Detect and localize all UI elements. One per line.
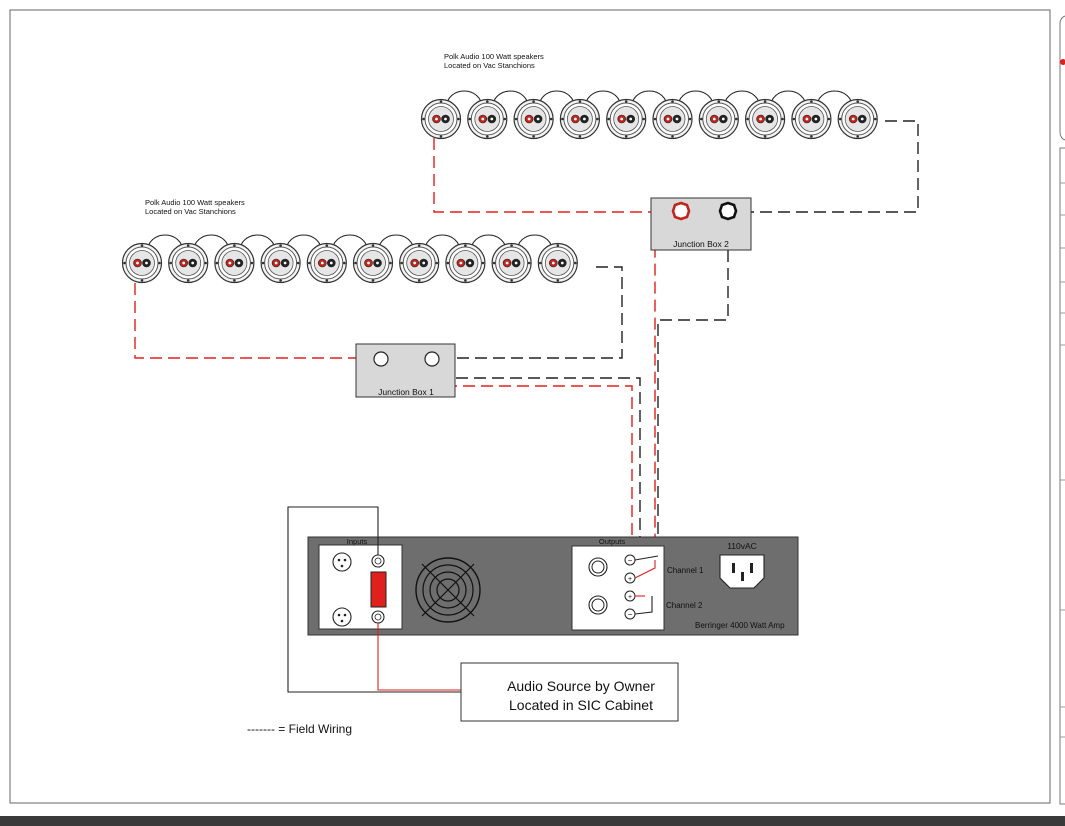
sheet-border: [9, 9, 1051, 804]
speaker-row-bottom-title: Polk Audio 100 Watt speakers: [145, 198, 245, 207]
speaker-icon: [420, 98, 462, 140]
speaker-icon: [352, 242, 394, 284]
junction-box-2-red-terminal: [671, 201, 691, 221]
speaker-jumper-wires: [445, 90, 854, 110]
input-jack-bottom: [371, 610, 385, 624]
input-jack-top: [371, 554, 385, 568]
status-bar: [0, 816, 1065, 826]
speaker-icon: [652, 98, 693, 140]
title-block-table: [1059, 147, 1065, 805]
speaker-icon: [698, 98, 739, 140]
title-block-top: [1059, 15, 1065, 141]
field-wiring-legend: ------- = Field Wiring: [247, 722, 352, 736]
junction-box-2-black-terminal: [718, 201, 738, 221]
power-inlet-icon: [719, 554, 765, 589]
power-label: 110vAC: [727, 541, 757, 551]
xlr-input-top: [332, 552, 352, 572]
channel-1-label: Channel 1: [667, 566, 704, 575]
junction-box-1: Junction Box 1: [355, 343, 456, 398]
title-block-rows: [1060, 182, 1065, 738]
red-wire-jb1-to-amp: [391, 385, 633, 578]
speaker-icon: [445, 242, 486, 284]
speaker-icon: [537, 242, 578, 284]
inputs-panel: [318, 544, 403, 630]
junction-box-1-right-terminal: [424, 351, 440, 367]
junction-box-1-left-terminal: [373, 351, 389, 367]
audio-source-box: Audio Source by Owner Located in SIC Cab…: [460, 662, 679, 722]
junction-box-1-label: Junction Box 1: [378, 387, 434, 397]
output-terminal-wires: [634, 555, 659, 615]
speaker-icon: [744, 98, 786, 140]
junction-box-2: Junction Box 2: [650, 197, 752, 251]
amplifier: Inputs Outputs −: [307, 536, 799, 636]
terminal-ch2-minus: −: [624, 608, 636, 620]
speaker-icon: [260, 242, 301, 284]
speaker-icon: [559, 98, 601, 140]
outputs-label: Outputs: [599, 537, 626, 546]
speaker-icon: [306, 242, 347, 284]
speaker-icon: [837, 98, 878, 140]
black-wire-jb2-to-amp: [657, 250, 729, 556]
xlr-input-bottom: [332, 607, 352, 627]
svg-text:+: +: [628, 576, 632, 583]
outputs-panel: [571, 545, 665, 631]
speaker-row-top-subtitle: Located on Vac Stanchions: [444, 61, 535, 70]
source-wiring: [287, 506, 461, 693]
speaker-group: [121, 242, 578, 284]
audio-source-line2: Located in SIC Cabinet: [509, 697, 653, 713]
black-wire-top-row: [751, 120, 919, 213]
audio-source-line1: Audio Source by Owner: [507, 678, 655, 694]
svg-text:−: −: [628, 556, 633, 565]
speaker-row-bottom-subtitle: Located on Vac Stanchions: [145, 207, 236, 216]
svg-text:+: +: [628, 594, 632, 601]
speaker-icon: [168, 242, 209, 284]
amplifier-model-label: Berringer 4000 Watt Amp: [695, 621, 785, 630]
speakon-output-1: [588, 557, 608, 577]
speaker-icon: [606, 98, 647, 140]
red-wire-top-row: [433, 138, 651, 213]
speaker-row-bottom: Polk Audio 100 Watt speakers Located on …: [121, 198, 578, 284]
speaker-row-top-title: Polk Audio 100 Watt speakers: [444, 52, 544, 61]
speaker-jumper-wires: [146, 234, 554, 254]
speaker-icon: [491, 242, 532, 284]
speaker-group: [420, 98, 878, 140]
speakon-output-2: [588, 595, 608, 615]
speaker-icon: [214, 242, 255, 284]
speaker-row-top: Polk Audio 100 Watt speakers Located on …: [420, 52, 878, 140]
channel-2-label: Channel 2: [666, 601, 703, 610]
terminal-ch1-minus: −: [624, 554, 636, 566]
black-wire-bottom-row: [455, 266, 623, 359]
red-wire-bottom-row: [134, 283, 356, 359]
speaker-icon: [121, 242, 163, 284]
svg-text:−: −: [628, 610, 633, 619]
speaker-icon: [791, 98, 832, 140]
terminal-ch2-plus: +: [624, 590, 636, 602]
inputs-label: Inputs: [347, 537, 368, 546]
input-xlr-connector: [370, 571, 387, 608]
field-wiring: [134, 120, 919, 596]
speaker-icon: [513, 98, 554, 140]
speaker-icon: [399, 242, 440, 284]
speaker-icon: [467, 98, 508, 140]
junction-box-2-label: Junction Box 2: [673, 239, 729, 249]
terminal-ch1-plus: +: [624, 572, 636, 584]
title-block-marker: [1060, 59, 1065, 65]
